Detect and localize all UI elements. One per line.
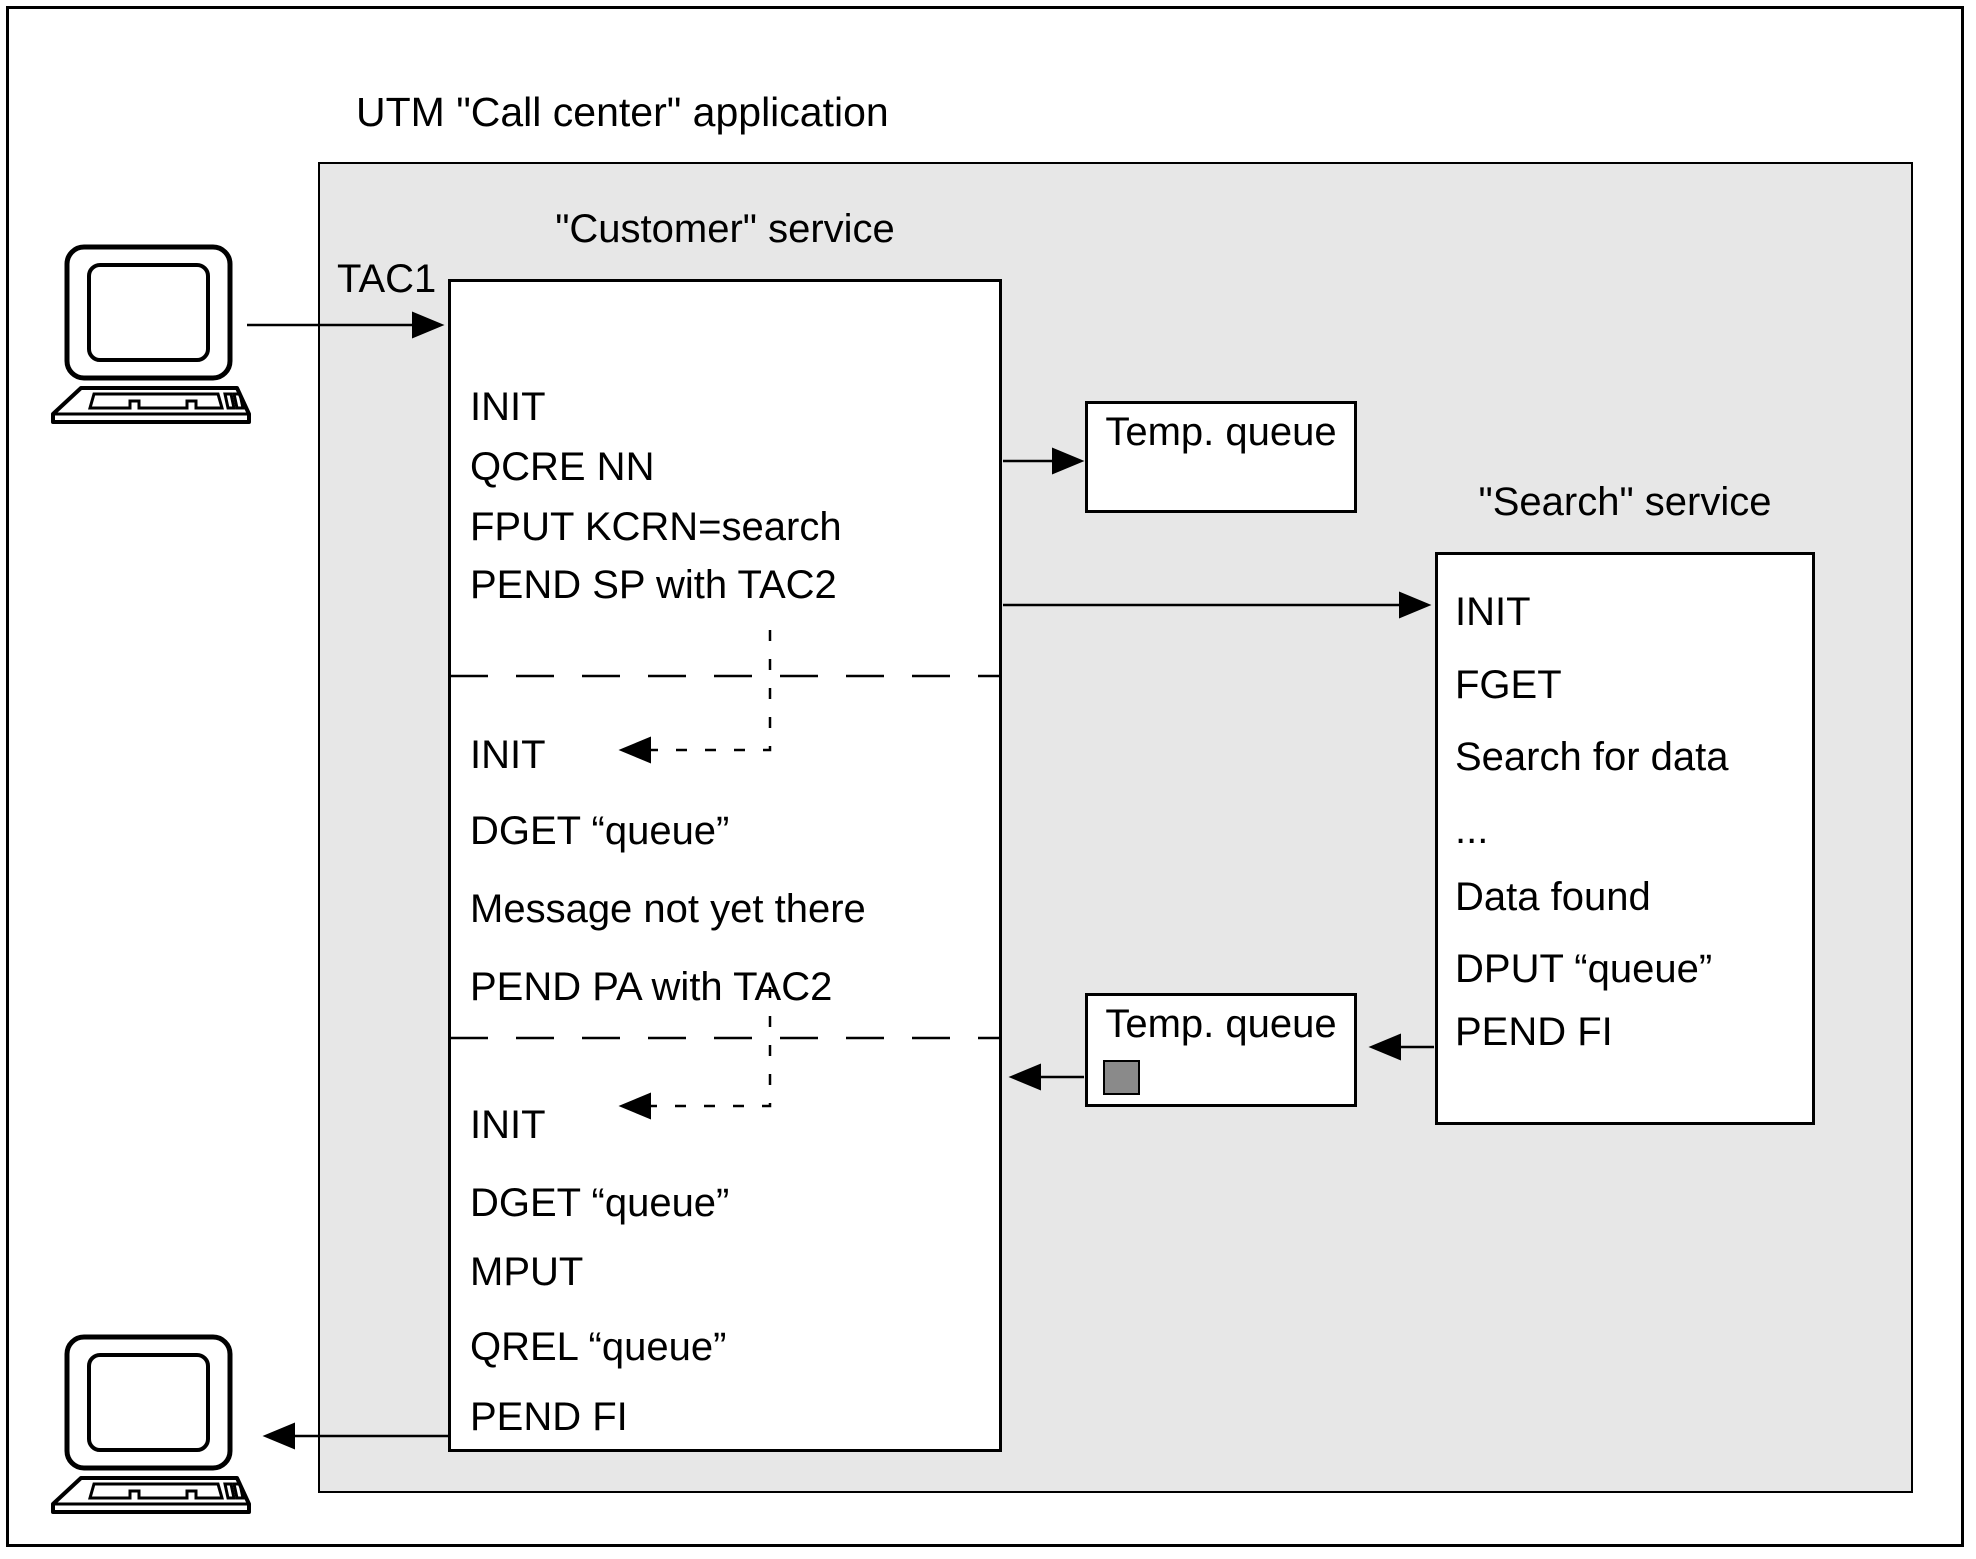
tac1-label: TAC1 [337,257,437,301]
search-step-line: Search for data [1455,735,1729,779]
customer-step-line: INIT [470,385,546,429]
diagram-title: UTM "Call center" application [356,89,889,135]
customer-service-label: "Customer" service [555,207,895,251]
customer-step-line: INIT [470,1103,546,1147]
computer-terminal-icon [51,244,251,424]
search-step-line: ... [1455,808,1489,852]
customer-step-line: QREL “queue” [470,1325,727,1369]
customer-step-line: MPUT [470,1250,584,1294]
search-step-line: Data found [1455,875,1651,919]
search-step-line: FGET [1455,663,1562,707]
terminal-icon-bottom [44,1332,254,1524]
customer-step-line: DGET “queue” [470,1181,730,1225]
temp-queue-top-box: Temp. queue [1085,401,1357,513]
customer-step-line: PEND PA with TAC2 [470,965,833,1009]
customer-step-line: QCRE NN [470,445,655,489]
computer-terminal-icon [51,1334,251,1514]
search-step-line: DPUT “queue” [1455,947,1713,991]
customer-step-line: PEND FI [470,1395,628,1439]
customer-step-line: INIT [470,733,546,777]
search-service-box: INIT FGET Search for data ... Data found… [1435,552,1815,1125]
customer-step-line: DGET “queue” [470,809,730,853]
temp-queue-bottom-box: Temp. queue [1085,993,1357,1107]
search-step-line: PEND FI [1455,1010,1613,1054]
customer-step-line: Message not yet there [470,887,866,931]
temp-queue-label: Temp. queue [1105,410,1337,454]
temp-queue-label: Temp. queue [1105,1002,1337,1046]
outer-border [6,6,1964,1547]
customer-step-line: FPUT KCRN=search [470,505,842,549]
search-step-line: INIT [1455,590,1531,634]
terminal-icon-top [44,242,254,434]
customer-step-line: PEND SP with TAC2 [470,563,837,607]
utm-application-box: "Customer" service TAC1 "Search" service… [318,162,1913,1493]
customer-service-box: INIT QCRE NN FPUT KCRN=search PEND SP wi… [448,279,1002,1452]
queued-message-square-icon [1103,1060,1140,1095]
search-service-label: "Search" service [1478,480,1772,524]
